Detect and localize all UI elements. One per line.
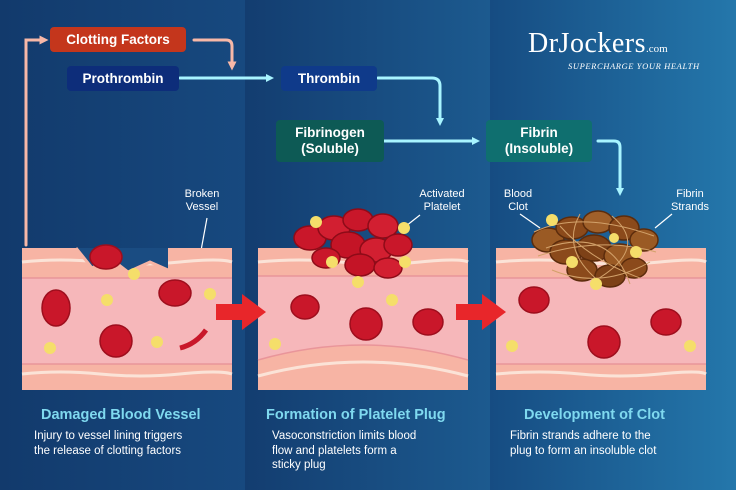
red-blood-cell: [587, 325, 621, 359]
fibrin-label: Fibrin (Insoluble): [504, 125, 574, 156]
red-blood-cell: [373, 257, 403, 279]
platelet: [326, 256, 338, 268]
platelet: [352, 276, 364, 288]
red-blood-cell-fragment: [179, 328, 209, 351]
platelet: [566, 256, 578, 268]
stage-2-title: Formation of Platelet Plug: [266, 407, 446, 423]
clot-cell: [620, 257, 648, 279]
brand-domain-suffix: .com: [646, 43, 668, 55]
red-blood-cell: [99, 324, 133, 358]
platelet: [386, 294, 398, 306]
red-blood-cell: [344, 253, 376, 277]
platelet: [269, 338, 281, 350]
thrombin-box: Thrombin: [281, 66, 377, 91]
platelet: [609, 233, 619, 243]
red-blood-cell: [349, 307, 383, 341]
platelet-plug: [293, 208, 413, 288]
red-blood-cell: [367, 213, 399, 239]
platelet: [310, 216, 322, 228]
stage-3-title: Development of Clot: [524, 407, 665, 423]
callout-line-fibrin-strands: [654, 213, 673, 229]
stage-arrows: [216, 294, 506, 330]
platelets-panel1: [44, 268, 216, 354]
stage-arrow-2-to-3: [456, 294, 506, 330]
fibrinogen-box: Fibrinogen (Soluble): [276, 120, 384, 162]
arrow-thrombin-to-fibrin: [376, 76, 444, 126]
red-blood-cell: [412, 308, 444, 336]
platelet: [506, 340, 518, 352]
blood-clot: [531, 210, 659, 290]
cascade-arrows: [24, 35, 624, 247]
arrow-fibrin-to-clot: [596, 139, 624, 196]
stage-3-description: Fibrin strands adhere to the plug to for…: [510, 430, 657, 457]
red-blood-cell: [41, 289, 71, 327]
platelet: [630, 246, 642, 258]
callout-line-blood-clot: [519, 213, 541, 229]
platelet: [204, 288, 216, 300]
platelets-panel3: [506, 340, 696, 352]
brand-tagline: SUPERCHARGE YOUR HEALTH: [568, 61, 700, 71]
platelets-panel2: [269, 294, 398, 350]
clotting-factors-label: Clotting Factors: [66, 31, 170, 47]
red-blood-cell: [383, 233, 413, 257]
brand-name: DrJockers: [528, 28, 647, 59]
platelet: [128, 268, 140, 280]
arrow-vessel-to-clotting-factors: [24, 35, 49, 247]
fibrinogen-label: Fibrinogen (Soluble): [295, 125, 365, 156]
callout-blood-clot: Blood Clot: [503, 188, 533, 213]
platelet: [398, 222, 410, 234]
stage-arrow-1-to-2: [216, 294, 266, 330]
platelet: [546, 214, 558, 226]
platelet: [590, 278, 602, 290]
callout-broken-vessel: Broken Vessel: [184, 188, 220, 213]
red-blood-cell: [89, 244, 123, 270]
platelet: [399, 256, 411, 268]
red-blood-cells-panel1: [41, 244, 209, 358]
stage-1-title: Damaged Blood Vessel: [41, 407, 201, 423]
red-blood-cell: [290, 294, 320, 320]
arrow-clotting-factors-to-thrombin: [192, 38, 237, 71]
stage-2-description: Vasoconstriction limits blood flow and p…: [272, 430, 417, 471]
red-blood-cell: [158, 279, 192, 307]
platelet: [151, 336, 163, 348]
fibrin-strand-lines: [533, 213, 657, 285]
prothrombin-box: Prothrombin: [67, 66, 179, 91]
red-blood-cell: [518, 286, 550, 314]
red-blood-cells-panel2: [290, 294, 444, 341]
callout-fibrin-strands: Fibrin Strands: [671, 188, 709, 213]
red-blood-cells-panel3: [518, 286, 682, 359]
fibrin-box: Fibrin (Insoluble): [486, 120, 592, 162]
stage-1-description: Injury to vessel lining triggers the rel…: [34, 430, 183, 457]
callout-activated-platelet: Activated Platelet: [419, 188, 465, 213]
brand-logo: DrJockers.com SUPERCHARGE YOUR HEALTH: [528, 28, 700, 72]
platelet: [101, 294, 113, 306]
platelet: [44, 342, 56, 354]
red-blood-cell: [650, 308, 682, 336]
platelet: [684, 340, 696, 352]
clotting-factors-box: Clotting Factors: [50, 27, 186, 52]
prothrombin-label: Prothrombin: [82, 70, 164, 86]
thrombin-label: Thrombin: [297, 70, 361, 86]
